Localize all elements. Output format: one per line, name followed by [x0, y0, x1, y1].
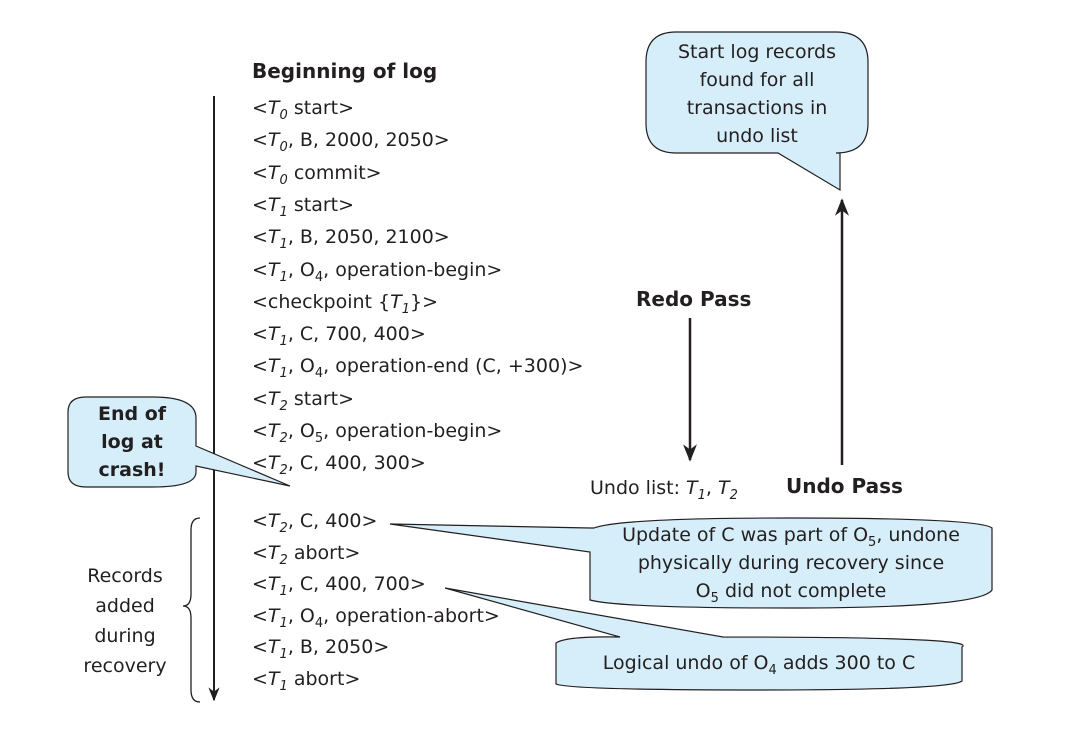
recovery-log-record: <T1, O4, operation-abort> — [252, 604, 500, 631]
start-records-line: Start log records — [677, 41, 837, 63]
o4-callout: Logical undo of O4 adds 300 to C — [556, 650, 962, 677]
brace-label-line: added — [95, 595, 155, 617]
log-record: <T0 commit> — [252, 161, 382, 188]
redo-pass-label: Redo Pass — [636, 287, 752, 311]
start-records-line: transactions in — [686, 97, 828, 119]
recovery-log-record: <T2 abort> — [252, 541, 361, 568]
log-record: <T1, O4, operation-begin> — [252, 258, 503, 285]
brace-label-line: recovery — [83, 655, 167, 677]
end-of-log-callout: End of log at crash! — [72, 400, 192, 484]
end-of-log-callout-bubble — [67, 396, 291, 488]
recovery-log-record: <T2, C, 400> — [252, 510, 378, 536]
recovery-log-record: <T1, C, 400, 700> — [252, 573, 426, 599]
o4-callout-bubble — [444, 587, 964, 691]
o5-callout-bubble — [389, 517, 993, 609]
recovery-brace — [182, 517, 201, 703]
o5-callout-line: O5 did not complete — [695, 580, 887, 606]
recovery-brace-label: Records added during recovery — [70, 561, 180, 681]
log-record: <T0 start> — [252, 97, 355, 123]
log-title: Beginning of log — [252, 59, 438, 83]
log-record: <T2, C, 400, 300> — [252, 452, 426, 479]
undo-list: Undo list: T1, T2 — [590, 477, 738, 503]
undo-pass-label: Undo Pass — [786, 474, 903, 498]
start-records-callout-bubble — [645, 31, 869, 192]
recovery-log-record: <T1, B, 2050> — [252, 636, 390, 662]
o5-callout-line: physically during recovery since — [637, 552, 945, 574]
log-record: <T0, B, 2000, 2050> — [252, 129, 450, 156]
log-record: <T1, O4, operation-end (C, +300)> — [252, 355, 584, 382]
start-records-line: undo list — [716, 125, 798, 147]
log-record: <T1 start> — [252, 193, 355, 220]
brace-label-line: during — [94, 625, 156, 647]
log-record: <T1, C, 700, 400> — [252, 323, 426, 350]
o4-callout-line: Logical undo of O4 adds 300 to C — [602, 652, 916, 678]
log-record: <T1, B, 2050, 2100> — [252, 226, 450, 253]
log-record: <T2 start> — [252, 387, 355, 414]
recovery-log-record: <T1 abort> — [252, 667, 361, 694]
brace-label-line: Records — [87, 565, 163, 587]
o5-callout-line: Update of C was part of O5, undone — [622, 524, 960, 550]
end-of-log-line: log at — [101, 431, 163, 453]
start-records-line: found for all — [699, 69, 815, 91]
start-records-callout: Start log records found for all transact… — [650, 38, 864, 150]
end-of-log-line: End of — [97, 403, 167, 425]
log-record: <checkpoint {T1}> — [252, 290, 439, 317]
log-record: <T2, O5, operation-begin> — [252, 420, 503, 446]
end-of-log-line: crash! — [98, 459, 166, 481]
